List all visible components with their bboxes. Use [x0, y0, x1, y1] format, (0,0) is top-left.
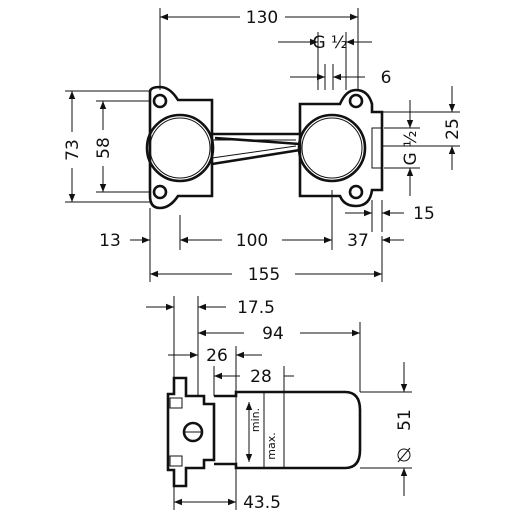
right-outlet-ring: [297, 113, 367, 183]
right-mounting-plate: [298, 88, 384, 208]
left-bottom-hole-icon: [152, 184, 168, 200]
thread-label-right: G ½: [401, 130, 421, 165]
dim-155: 155: [150, 265, 382, 285]
dim-6: 6: [290, 64, 391, 90]
label-min: min.: [249, 408, 262, 432]
dim-diameter-51: 51: [360, 362, 415, 496]
dim-51-label: 51: [395, 409, 415, 431]
dim-thread-right: G ½: [384, 100, 421, 196]
dim-15-label: 15: [413, 204, 435, 224]
dim-26: 26: [168, 346, 262, 392]
dim-58-label: 58: [94, 137, 114, 159]
dim-94-label: 94: [262, 324, 284, 344]
side-view-body: min. max.: [166, 376, 362, 488]
left-mounting-plate: [148, 85, 214, 210]
dim-17-5: 17.5: [146, 296, 275, 396]
dim-25: 25: [372, 86, 463, 170]
left-outlet-ring: [145, 113, 215, 183]
label-max: max.: [265, 432, 278, 459]
right-outlet-inner: [301, 117, 363, 179]
dim-43-5: 43.5: [173, 468, 281, 513]
left-top-hole-icon: [152, 93, 168, 109]
dim-28-label: 28: [250, 367, 272, 387]
dim-37-label: 37: [347, 231, 369, 251]
right-bottom-hole-icon: [348, 184, 364, 200]
top-view-body: [145, 85, 384, 210]
dim-130-label: 130: [246, 8, 278, 28]
dim-thread-top: G ½: [278, 32, 372, 90]
dim-73-label: 73: [63, 139, 83, 161]
dim-94: 94: [198, 322, 361, 392]
left-outlet-inner: [149, 117, 211, 179]
dim-43-5-label: 43.5: [243, 493, 281, 513]
side-cylinder: [214, 390, 362, 470]
dim-17-5-label: 17.5: [237, 298, 275, 318]
dim-28: 28: [213, 366, 294, 396]
dim-row-13-100-37: 13 100 37: [99, 190, 404, 282]
dim-26-label: 26: [206, 346, 228, 366]
dim-6-label: 6: [381, 68, 392, 88]
dim-100-label: 100: [236, 231, 268, 251]
dim-15: 15: [345, 200, 435, 232]
connecting-bar: [211, 132, 301, 166]
dim-73: 73: [63, 90, 150, 203]
thread-label-top: G ½: [312, 33, 347, 53]
right-top-hole-icon: [348, 93, 364, 109]
dim-25-label: 25: [443, 118, 463, 140]
diameter-icon: [397, 448, 411, 462]
dim-13-label: 13: [99, 231, 121, 251]
dim-130: 130: [159, 8, 359, 90]
dim-58: 58: [94, 100, 150, 193]
dim-155-label: 155: [248, 265, 280, 285]
